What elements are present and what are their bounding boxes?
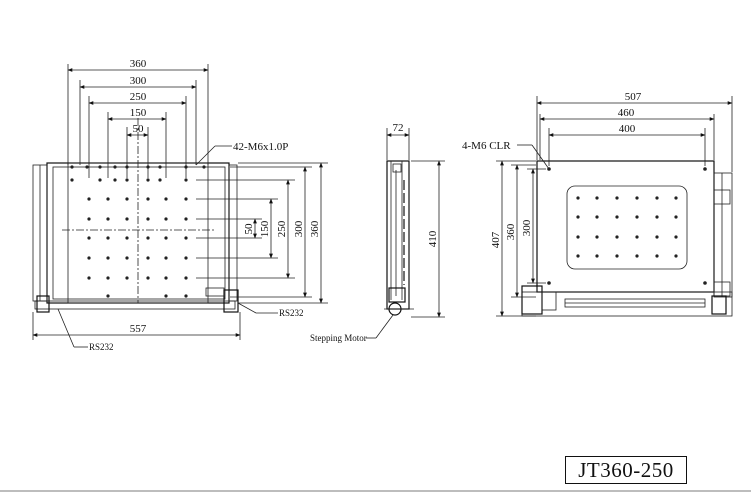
front-dim-150: 150	[130, 107, 147, 119]
top-right-rail	[713, 172, 733, 298]
front-hole-callout: 42-M6x1.0P	[233, 141, 288, 153]
model-number: JT360-250	[578, 457, 674, 482]
bottom-divider	[0, 490, 751, 492]
top-dim-460: 460	[618, 107, 635, 119]
front-dim-300: 300	[130, 75, 147, 87]
front-dim-50: 50	[133, 123, 145, 135]
front-dim-250: 250	[130, 91, 147, 103]
front-top-dimensions	[67, 64, 209, 178]
side-motor-label: Stepping Motor	[310, 333, 367, 343]
side-dim-410: 410	[427, 230, 439, 247]
top-dim-407: 407	[490, 231, 502, 248]
front-dim-v-150: 150	[259, 220, 271, 237]
top-hole-leader	[531, 144, 550, 170]
front-rs232-right-label: RS232	[279, 308, 304, 318]
top-hole-callout: 4-M6 CLR	[462, 140, 511, 152]
front-top-plate	[52, 166, 226, 300]
top-outline	[536, 160, 715, 293]
top-dim-300: 300	[521, 219, 533, 236]
top-dim-360: 360	[505, 223, 517, 240]
side-outline	[386, 160, 410, 310]
side-dim-72: 72	[393, 122, 404, 134]
side-view: 72 410 Stepping Motor	[310, 122, 445, 343]
front-hole-leader	[195, 145, 216, 166]
top-view: 507 460 400 4-M6 CLR 407 360 300	[462, 91, 733, 317]
top-window	[566, 185, 688, 270]
front-hole-pattern	[70, 165, 206, 298]
front-right-connector	[223, 289, 239, 313]
model-number-box: JT360-250	[565, 456, 687, 484]
front-base	[34, 300, 236, 310]
front-rs232-left-leader	[57, 308, 75, 348]
front-rs232-right-leader	[237, 302, 257, 314]
front-dim-360: 360	[130, 58, 147, 70]
front-dim-v-50: 50	[243, 223, 255, 235]
front-rs232-left-label: RS232	[89, 342, 114, 352]
front-right-rail	[228, 164, 238, 302]
top-dim-400: 400	[619, 123, 636, 135]
side-motor-block	[388, 287, 406, 303]
side-motor-leader	[375, 314, 394, 339]
top-hole-pattern	[547, 167, 707, 285]
front-dim-557: 557	[130, 323, 147, 335]
top-left-dimensions	[496, 160, 546, 317]
top-left-motor	[521, 285, 543, 315]
top-base	[521, 291, 733, 317]
front-right-dimensions	[196, 162, 328, 304]
top-top-dimensions	[536, 96, 733, 172]
top-dim-507: 507	[625, 91, 642, 103]
front-dim-v-300: 300	[293, 220, 305, 237]
front-dim-v-360: 360	[309, 220, 321, 237]
front-dim-v-250: 250	[276, 220, 288, 237]
front-view: 360 300 250 150 50 42-M6x1.0P 50 150 250…	[32, 58, 328, 352]
front-left-connector	[36, 295, 50, 313]
